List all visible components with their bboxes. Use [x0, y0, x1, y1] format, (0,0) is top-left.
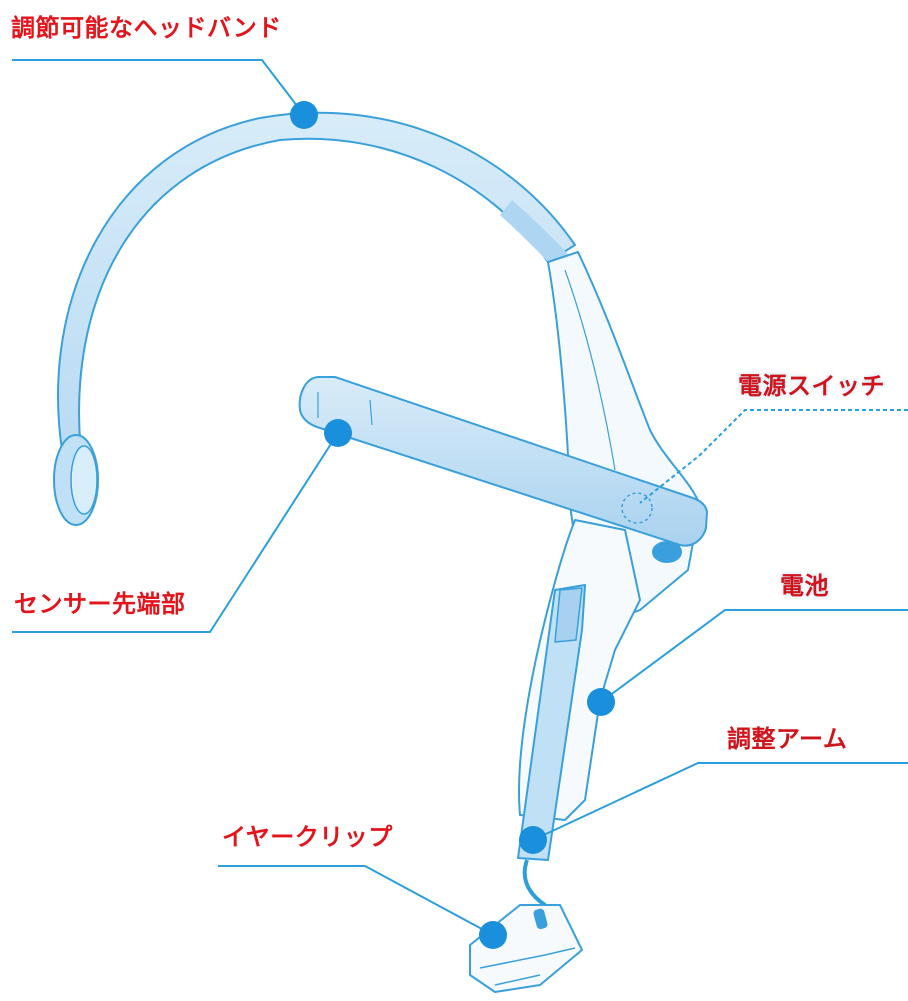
- label-power-switch: 電源スイッチ: [738, 372, 885, 400]
- marker-battery: [587, 688, 615, 716]
- sensor-arm: [298, 376, 708, 547]
- marker-sensor-tip: [324, 419, 352, 447]
- leader-sensor-tip: [12, 432, 339, 633]
- ear-clip-shape: [469, 904, 583, 993]
- leader-battery: [600, 609, 908, 703]
- leader-headband: [12, 59, 305, 116]
- marker-headband: [290, 101, 318, 129]
- label-adjust-arm: 調整アーム: [727, 725, 848, 753]
- adjust-arm-shape: [517, 584, 586, 861]
- leader-adjust-arm: [532, 762, 908, 841]
- label-headband: 調節可能なヘッドバンド: [11, 14, 282, 42]
- leader-ear-clip: [218, 865, 494, 936]
- markers: [290, 101, 615, 949]
- leader-lines: [12, 59, 908, 936]
- label-battery: 電池: [780, 572, 829, 600]
- marker-ear-clip: [479, 921, 507, 949]
- headset-illustration: [53, 111, 708, 993]
- headband: [57, 111, 576, 451]
- label-ear-clip: イヤークリップ: [222, 823, 393, 851]
- label-sensor-tip: センサー先端部: [14, 590, 186, 618]
- marker-adjust-arm: [519, 826, 547, 854]
